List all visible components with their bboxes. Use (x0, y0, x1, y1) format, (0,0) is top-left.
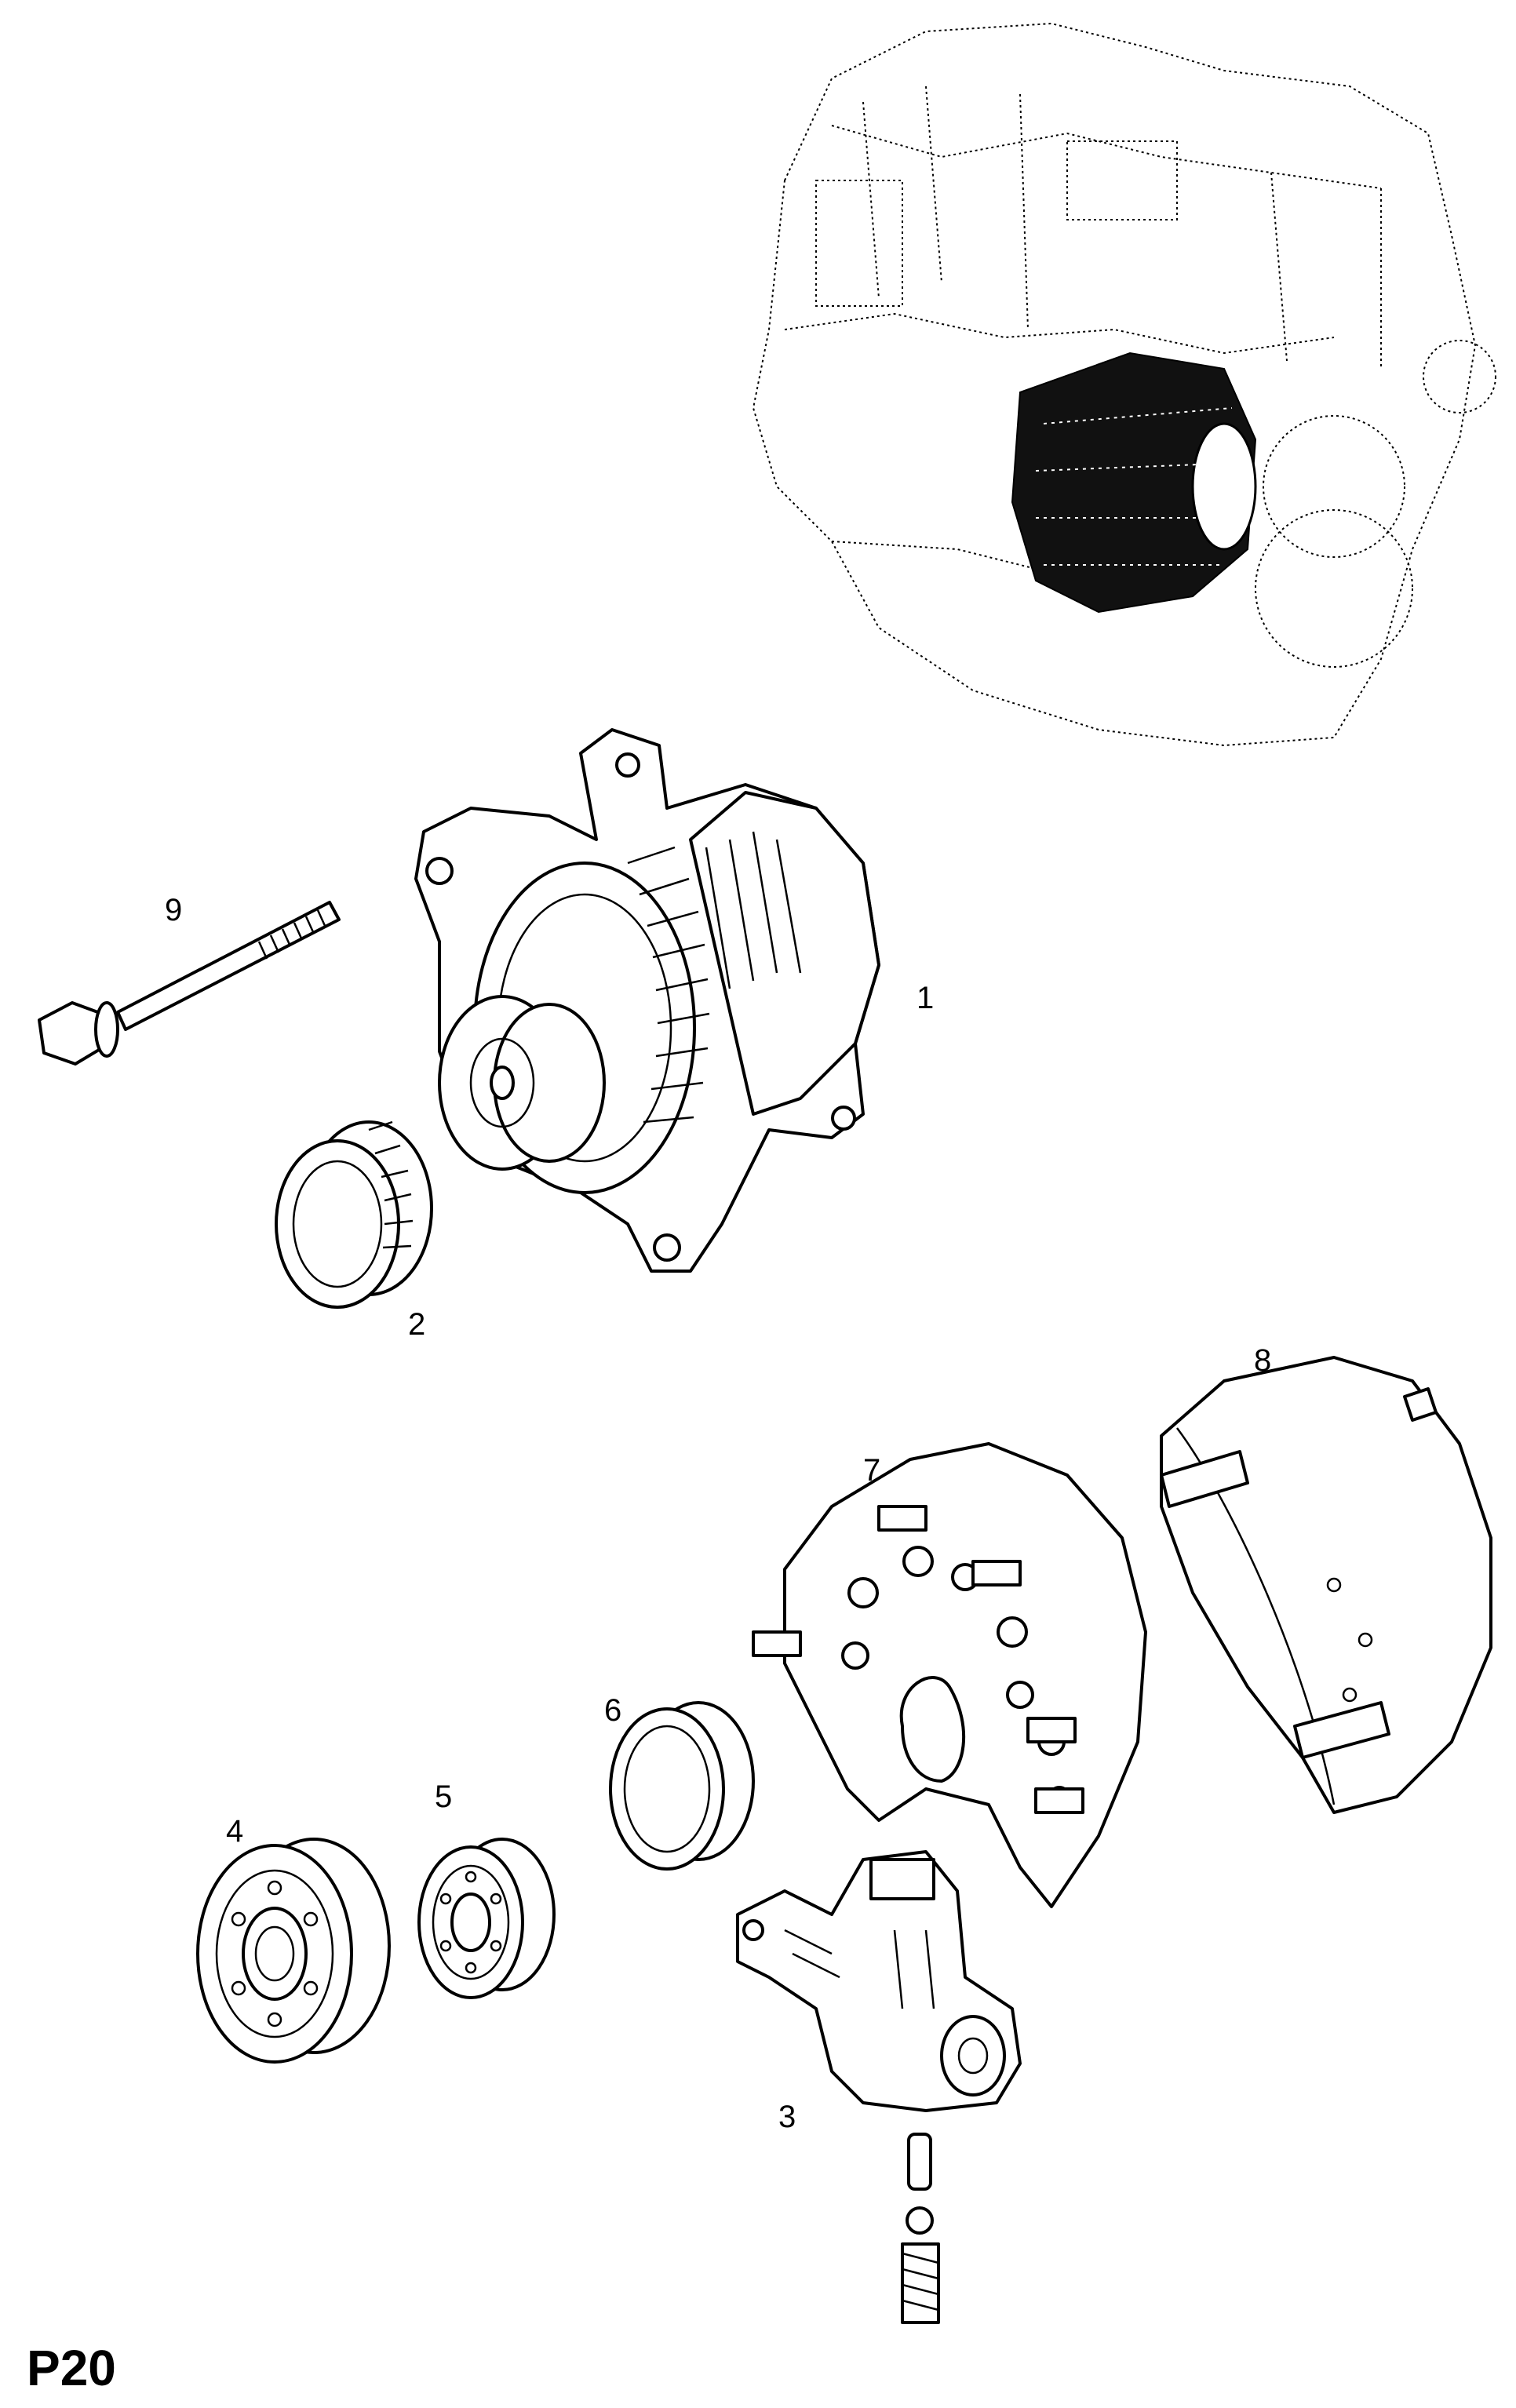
callout-4: 4 (226, 1814, 244, 1849)
callout-6: 6 (604, 1693, 622, 1728)
bolt-part-9 (38, 901, 341, 1066)
page-code: P20 (27, 2340, 116, 2396)
ring-part-6 (609, 1701, 755, 1871)
bearing-part-5 (417, 1838, 556, 1999)
engine-assembly-illustration (752, 22, 1496, 747)
rear-cover-part-8 (1160, 1356, 1492, 1814)
callout-8: 8 (1254, 1343, 1272, 1378)
alternator-part-1 (414, 728, 880, 1273)
callout-1: 1 (917, 981, 935, 1015)
callout-3: 3 (778, 2100, 796, 2134)
callout-2: 2 (408, 1307, 426, 1342)
rectifier-part-7 (752, 1442, 1147, 1908)
regulator-part-3 (736, 1850, 1022, 2324)
callout-9: 9 (165, 893, 183, 927)
bearing-part-4 (196, 1838, 391, 2064)
callout-5: 5 (435, 1780, 453, 1814)
pulley-part-2 (275, 1120, 433, 1309)
callout-7: 7 (863, 1453, 881, 1488)
